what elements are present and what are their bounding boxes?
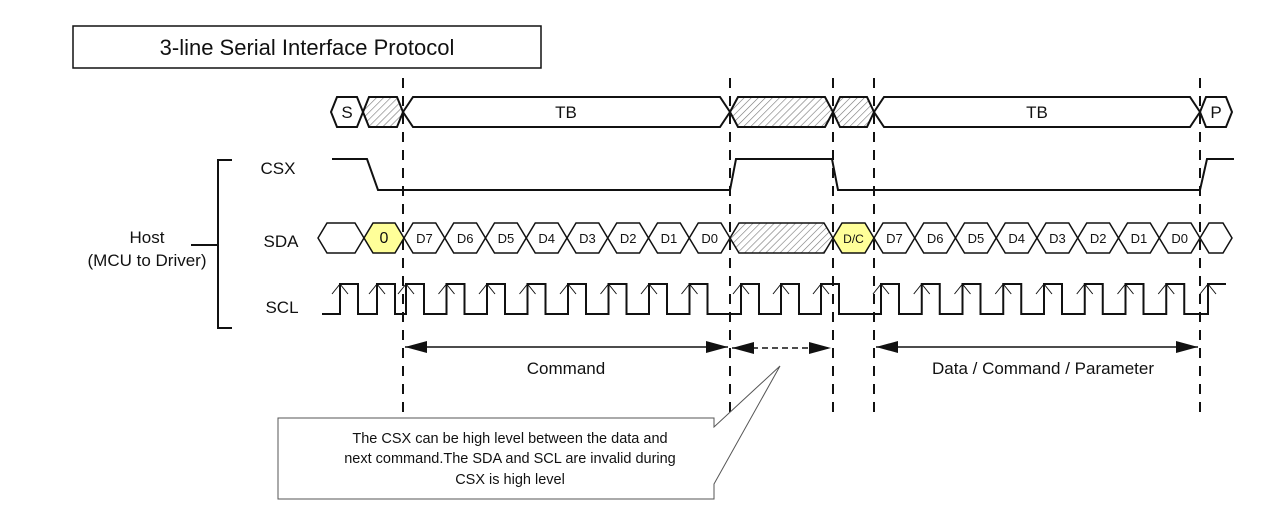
sda-data-bit: D7 (873, 222, 916, 254)
sda-idle-bit (1199, 222, 1233, 254)
title-box: 3-line Serial Interface Protocol (72, 25, 542, 69)
sda-first-bit-label: 0 (380, 230, 389, 247)
sda-data-bit-label: D3 (1049, 231, 1066, 246)
sda-idle-bit (317, 222, 365, 254)
transfer-byte-command: TB (401, 96, 732, 128)
rising-edge-arrow (913, 283, 931, 295)
sda-command-bit: D0 (688, 222, 731, 254)
sda-data-bit-label: D6 (927, 231, 944, 246)
scl-waveform (322, 283, 1226, 315)
sda-command-bit: D4 (525, 222, 568, 254)
rising-edge-arrow (519, 283, 536, 295)
sda-data-bit: D0 (1158, 222, 1201, 254)
hatched-segment (831, 96, 876, 128)
host-label: Host (130, 228, 165, 247)
start-condition: S (329, 96, 365, 128)
sda-command-bit: D2 (606, 222, 650, 254)
sda-data-bit-label: D4 (1008, 231, 1025, 246)
rising-edge-arrow (559, 283, 577, 295)
rising-edge-arrow (1157, 283, 1175, 295)
sda-command-bit-label: D7 (416, 231, 433, 246)
sda-command-bit-label: D5 (498, 231, 515, 246)
sda-command-bit-label: D4 (538, 231, 555, 246)
sda-first-bit: 0 (363, 222, 405, 254)
command-span: Command (405, 341, 728, 378)
sda-command-bit: D1 (647, 222, 691, 254)
rising-edge-arrow (812, 283, 830, 295)
sda-command-bit: D6 (443, 222, 487, 254)
host-bracket: Host (MCU to Driver) (88, 159, 232, 329)
signal-label-sda: SDA (264, 232, 300, 251)
scl-row (322, 283, 1226, 315)
timing-guides (402, 78, 1201, 412)
sda-command-bit: D3 (566, 222, 609, 254)
sda-command-bit-label: D2 (620, 231, 637, 246)
hatched-segment (728, 96, 835, 128)
rising-edge-arrow (1199, 283, 1217, 295)
signal-label-csx: CSX (261, 159, 296, 178)
sda-data-bit-label: D7 (886, 231, 903, 246)
rising-edge-arrow (397, 283, 415, 295)
callout-note: The CSX can be high level between the da… (277, 365, 781, 500)
hatched-segment (361, 96, 405, 128)
data-span-label: Data / Command / Parameter (932, 359, 1154, 378)
sda-command-bit-label: D1 (661, 231, 678, 246)
sda-command-bit-label: D6 (457, 231, 474, 246)
rising-edge-arrow (1117, 283, 1134, 295)
svg-text:P: P (1210, 103, 1221, 122)
rising-edge-arrow (331, 283, 349, 295)
sda-command-bit: D7 (403, 222, 446, 254)
transfer-byte-data: TB (872, 96, 1202, 128)
svg-text:TB: TB (555, 103, 577, 122)
svg-text:S: S (341, 103, 352, 122)
sda-data-bit: D6 (913, 222, 957, 254)
sda-command-bit: D5 (484, 222, 528, 254)
csx-waveform (332, 158, 1234, 191)
rising-edge-arrow (732, 283, 750, 295)
rising-edge-arrow (954, 283, 971, 295)
signal-label-scl: SCL (265, 298, 298, 317)
rising-edge-arrow (640, 283, 658, 295)
diagram-title: 3-line Serial Interface Protocol (160, 35, 455, 60)
sda-data-bit: D4 (995, 222, 1038, 254)
host-sublabel: (MCU to Driver) (88, 251, 207, 270)
sda-data-bit: D2 (1076, 222, 1120, 254)
rising-edge-arrow (600, 283, 617, 295)
sda-data-bit-label: D0 (1171, 231, 1188, 246)
stop-condition: P (1198, 96, 1234, 128)
rising-edge-arrow (994, 283, 1012, 295)
rising-edge-arrow (1035, 283, 1053, 295)
sda-data-bit-label: D5 (968, 231, 985, 246)
frame-row: S TB TB P (329, 96, 1234, 128)
note-line-1: The CSX can be high level between the da… (352, 431, 667, 447)
note-line-2: next command.The SDA and SCL are invalid… (344, 451, 676, 467)
sda-data-bit: D1 (1117, 222, 1161, 254)
rising-edge-arrow (478, 283, 496, 295)
rising-edge-arrow (438, 283, 455, 295)
rising-edge-arrow (772, 283, 790, 295)
sda-invalid-region (729, 222, 834, 254)
sda-data-bit-label: D2 (1090, 231, 1107, 246)
sda-dc-bit: D/C (832, 222, 875, 254)
note-line-3: CSX is high level (455, 472, 565, 488)
sda-command-bit-label: D3 (579, 231, 596, 246)
sda-data-bit: D3 (1036, 222, 1079, 254)
data-span: Data / Command / Parameter (876, 341, 1198, 378)
rising-edge-arrow (681, 283, 698, 295)
sda-data-bit-label: D1 (1131, 231, 1148, 246)
sda-command-bit-label: D0 (701, 231, 718, 246)
rising-edge-arrow (1076, 283, 1094, 295)
sda-dc-bit-label: D/C (843, 232, 864, 246)
rising-edge-arrow (368, 283, 386, 295)
command-span-label: Command (527, 359, 605, 378)
sda-row: 0 D7 D6 D5 D4 D3 D2 D1 D0 D/C D7 D6 D5 D4 D3 D2 D1 D0 (317, 222, 1233, 254)
svg-text:TB: TB (1026, 103, 1048, 122)
sda-data-bit: D5 (954, 222, 998, 254)
rising-edge-arrow (872, 283, 890, 295)
